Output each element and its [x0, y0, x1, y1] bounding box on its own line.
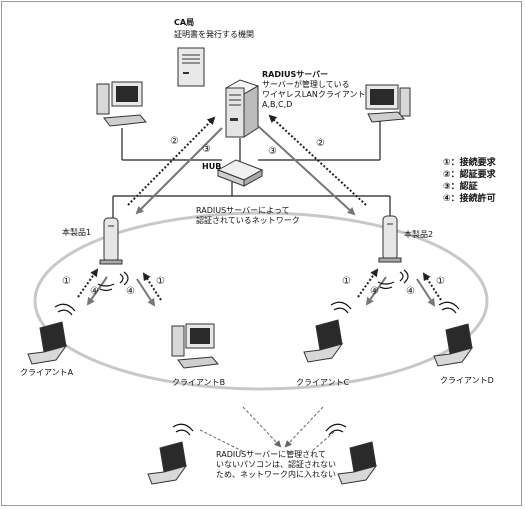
- radius-line-1: サーバーが管理している: [262, 80, 350, 89]
- unmanaged-leader-lines: [199, 406, 335, 452]
- mark-1-a: ①: [62, 276, 71, 287]
- mark-4-b: ④: [126, 286, 135, 297]
- mark-4-d: ④: [406, 286, 415, 297]
- access-point-1-icon: [99, 217, 123, 265]
- unit-1-label: 本製品1: [62, 228, 92, 237]
- mark-1-c: ①: [342, 276, 351, 287]
- laptop-client-c-icon: [303, 319, 344, 363]
- legend-item-3: ③：認証: [443, 182, 478, 192]
- mark-1-b: ①: [156, 276, 165, 287]
- unmanaged-note-line-2: いないパソコンは、認証されない: [216, 460, 336, 469]
- mark-4-a: ④: [90, 286, 99, 297]
- radius-title: RADIUSサーバー: [262, 70, 329, 79]
- network-note-line-2: 認証されているネットワーク: [196, 216, 300, 225]
- mark-2-left: ②: [170, 136, 179, 147]
- mark-2-right: ②: [316, 138, 325, 149]
- unit-2-label: 本製品2: [404, 230, 434, 239]
- radius-server-icon: [224, 79, 260, 138]
- ca-desc: 証明書を発行する機関: [174, 30, 254, 39]
- client-arrows: [77, 268, 442, 307]
- laptop-unmanaged-left-icon: [147, 441, 188, 485]
- access-point-2-icon: [378, 215, 402, 263]
- radius-line-2: ワイヤレスLANクライアント: [262, 90, 366, 99]
- unmanaged-note-line-3: ため、ネットワーク内に入れない: [216, 470, 336, 479]
- laptop-client-d-icon: [433, 323, 474, 367]
- ca-title: CA局: [174, 18, 195, 27]
- legend-item-1: ①：接続要求: [443, 158, 496, 168]
- mark-3-left: ③: [202, 144, 211, 155]
- legend-item-4: ④：接続許可: [443, 194, 496, 204]
- network-note-line-1: RADIUSサーバーによって: [196, 206, 290, 215]
- mark-4-c: ④: [370, 286, 379, 297]
- wireless-waves: [54, 269, 460, 436]
- auth-arrows: [127, 114, 367, 216]
- wired-links: [112, 115, 391, 218]
- ca-server-icon: [177, 47, 205, 87]
- radius-line-3: A,B,C,D: [262, 100, 293, 109]
- mark-3-right: ③: [268, 146, 277, 157]
- mark-1-d: ①: [436, 276, 445, 287]
- hub-icon: [216, 159, 264, 187]
- desktop-pc-right-icon: [365, 84, 411, 123]
- authenticated-network-ellipse: [33, 211, 489, 391]
- unmanaged-note-line-1: RADIUSサーバーに管理されて: [216, 450, 326, 459]
- client-d-label: クライアントD: [440, 376, 494, 385]
- hub-label: HUB: [202, 162, 222, 171]
- client-c-label: クライアントC: [296, 378, 350, 387]
- desktop-client-b-icon: [171, 323, 219, 369]
- client-a-label: クライアントA: [20, 368, 74, 377]
- legend-item-2: ②：認証要求: [443, 170, 496, 180]
- desktop-pc-left-icon: [96, 81, 147, 127]
- laptop-unmanaged-right-icon: [337, 441, 378, 485]
- laptop-client-a-icon: [27, 321, 68, 365]
- client-b-label: クライアントB: [172, 378, 226, 387]
